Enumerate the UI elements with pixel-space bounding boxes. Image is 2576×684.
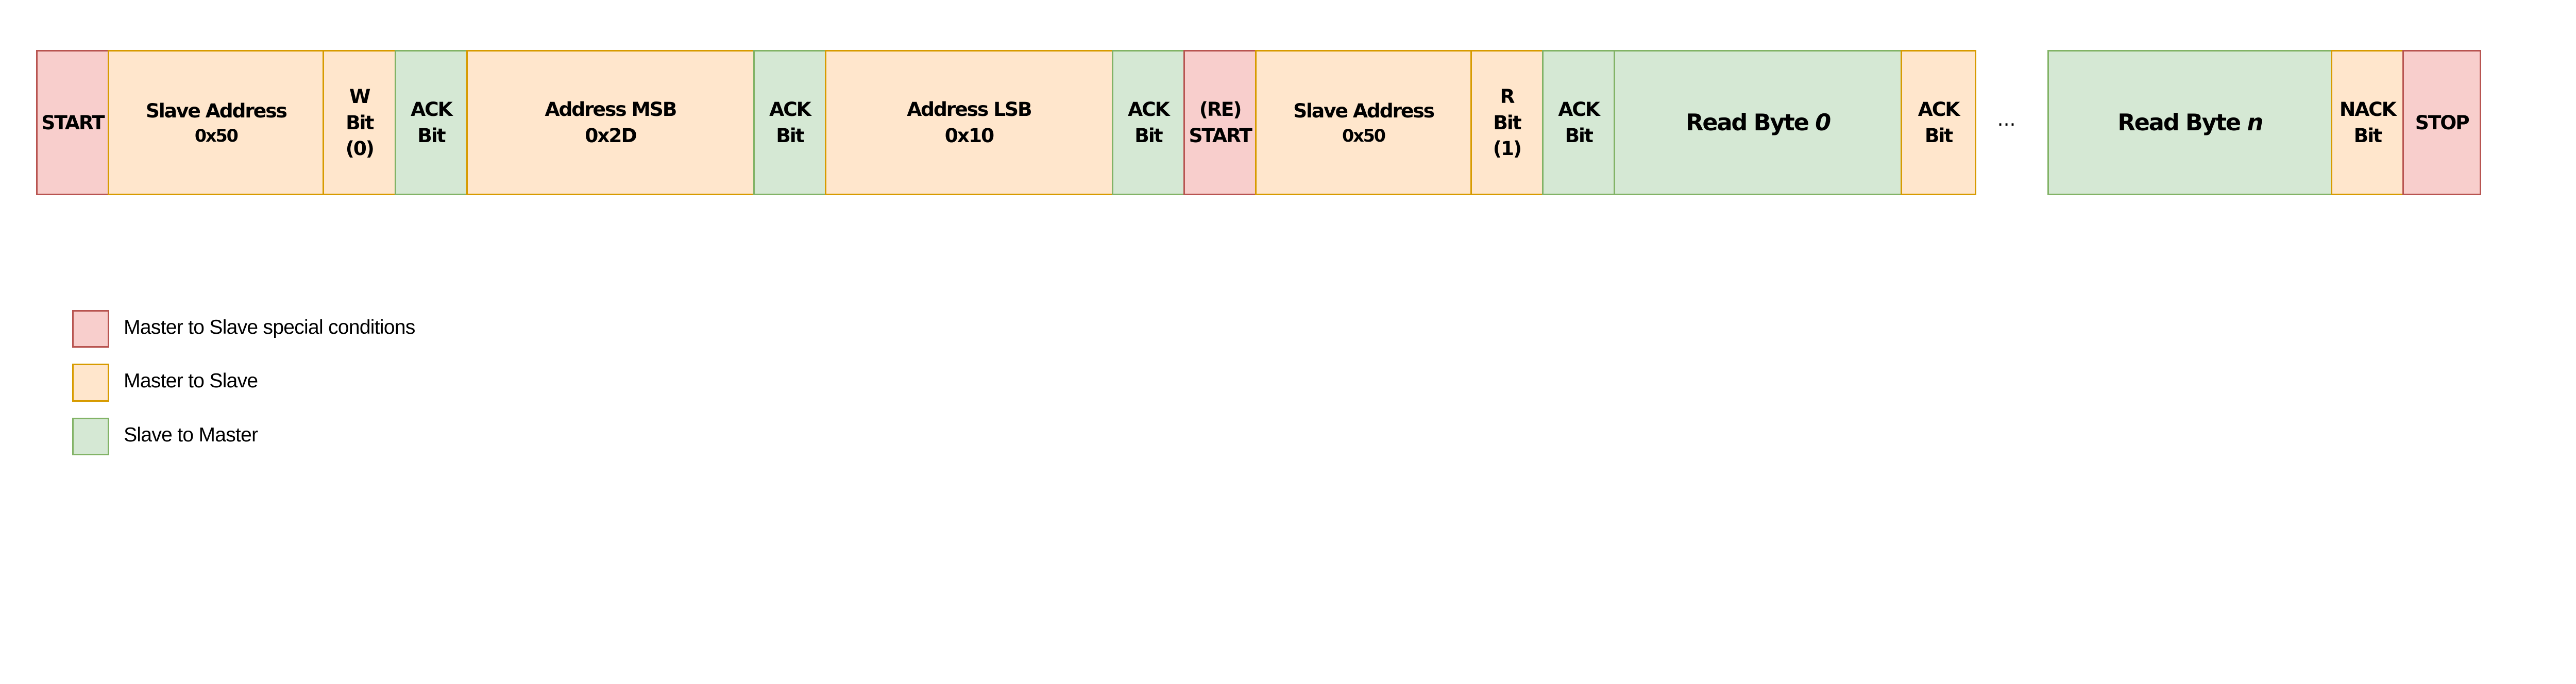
segment-line: Bit xyxy=(417,124,446,147)
segment-line: ACK xyxy=(1918,98,1960,121)
segment-line: (0) xyxy=(345,137,375,160)
read-byte-prefix: Read Byte xyxy=(2117,109,2247,136)
segment-line: ACK xyxy=(769,98,811,121)
segment-line: ACK xyxy=(1128,98,1170,121)
segment-title: Slave Address xyxy=(145,99,287,123)
address-lsb: Address LSB 0x10 xyxy=(824,50,1114,195)
legend-label-special: Master to Slave special conditions xyxy=(124,316,415,338)
legend-swatch-special xyxy=(72,310,110,348)
ellipsis: ... xyxy=(1997,107,2016,130)
start-label: START xyxy=(41,111,105,134)
segment-title: Address LSB xyxy=(907,98,1032,121)
legend-label-slave-to-master: Slave to Master xyxy=(124,423,258,446)
ack-bit-5: ACK Bit xyxy=(1900,50,1977,195)
segment-line: W xyxy=(349,84,370,108)
legend-swatch-master-to-slave xyxy=(72,364,110,402)
segment-value: 0x50 xyxy=(1342,125,1386,146)
segment-line: ACK xyxy=(1558,98,1600,121)
ack-bit-2: ACK Bit xyxy=(753,50,827,195)
segment-line: NACK xyxy=(2339,98,2397,121)
address-msb: Address MSB 0x2D xyxy=(466,50,755,195)
legend-label-master-to-slave: Master to Slave xyxy=(124,370,258,392)
segment-line: Bit xyxy=(776,124,804,147)
stop-label: STOP xyxy=(2415,111,2470,134)
segment-value: 0x50 xyxy=(194,125,239,146)
segment-line: Bit xyxy=(1565,124,1593,147)
segment-line: ACK xyxy=(411,98,453,121)
ack-bit-3: ACK Bit xyxy=(1111,50,1185,195)
w-bit: W Bit (0) xyxy=(323,50,397,195)
segment-value: 0x10 xyxy=(944,124,994,147)
r-bit: R Bit (1) xyxy=(1470,50,1544,195)
segment-line: (1) xyxy=(1493,137,1522,160)
segment-value: 0x2D xyxy=(585,124,637,147)
read-byte-n: Read Byte n xyxy=(2047,50,2333,195)
segment-line: Bit xyxy=(1493,111,1521,134)
read-byte-0: Read Byte 0 xyxy=(1613,50,1903,195)
read-byte-index: n xyxy=(2247,109,2263,136)
segment-title: Address MSB xyxy=(545,98,677,121)
segment-line: Bit xyxy=(1924,124,1953,147)
segment-title: Slave Address xyxy=(1293,99,1435,123)
nack-bit: NACK Bit xyxy=(2330,50,2404,195)
ack-bit-1: ACK Bit xyxy=(394,50,468,195)
restart-condition: (RE) START xyxy=(1183,50,1257,195)
segment-line: Bit xyxy=(2353,124,2382,147)
segment-line: Bit xyxy=(346,111,374,134)
segment-line: START xyxy=(1189,124,1252,147)
segment-title: Read Byte n xyxy=(2117,107,2263,138)
segment-line: Bit xyxy=(1134,124,1163,147)
read-byte-prefix: Read Byte xyxy=(1686,109,1816,136)
legend-swatch-slave-to-master xyxy=(72,417,110,455)
segment-line: (RE) xyxy=(1199,98,1242,121)
ack-bit-4: ACK Bit xyxy=(1541,50,1616,195)
stop-condition: STOP xyxy=(2402,50,2482,195)
segment-title: Read Byte 0 xyxy=(1686,107,1831,138)
start-condition: START xyxy=(36,50,110,195)
read-byte-index: 0 xyxy=(1815,109,1831,136)
segment-line: R xyxy=(1500,84,1515,108)
